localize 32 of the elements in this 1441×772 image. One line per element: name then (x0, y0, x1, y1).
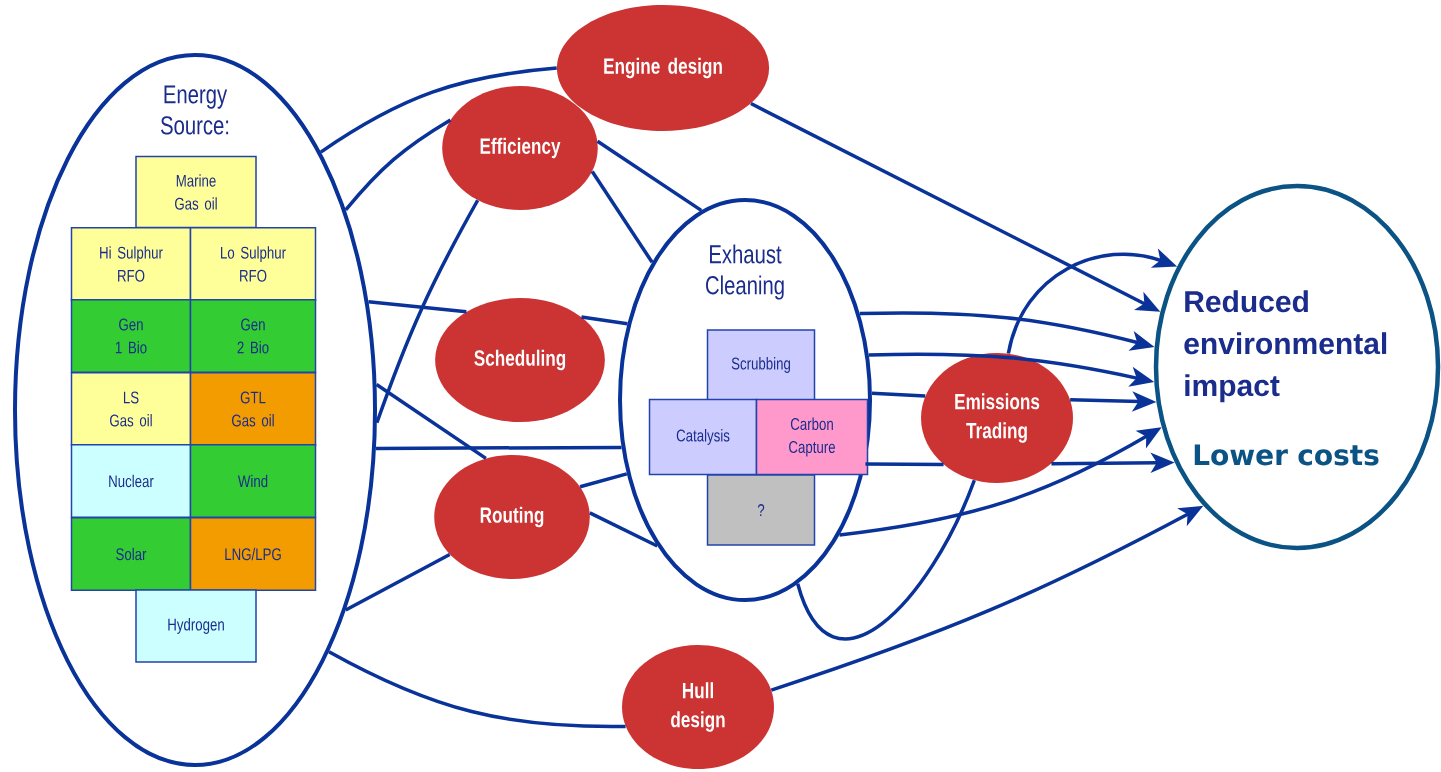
method-box: Scrubbing (706, 329, 816, 401)
method-box: Catalysis (648, 398, 758, 476)
fuel-box: Solar (70, 517, 192, 591)
method-box: Carbon Capture (755, 398, 869, 476)
connector-line (344, 552, 451, 612)
fuel-box: Gen 2 Bio (189, 299, 317, 373)
fuel-box: LNG/LPG (189, 517, 317, 591)
connector-line (319, 66, 557, 154)
fuel-box: Nuclear (70, 444, 192, 518)
connector-line (871, 391, 926, 398)
connector-line (368, 299, 467, 314)
method-box: ? (706, 474, 816, 546)
connector-line (328, 650, 626, 729)
connector-line (796, 479, 976, 641)
connector-line (375, 445, 622, 451)
connector-line (596, 139, 703, 212)
fuel-box: Hi Sulphur RFO (70, 227, 192, 301)
connector-line (375, 383, 487, 460)
connector-line (589, 511, 659, 548)
fuel-box: Gen 1 Bio (70, 299, 192, 373)
connector-line (590, 170, 654, 264)
connector-line (581, 315, 628, 326)
fuel-box: GTL Gas oil (189, 372, 317, 446)
fuel-box: LS Gas oil (70, 372, 192, 446)
fuel-box: Lo Sulphur RFO (189, 227, 317, 301)
connector-line (579, 472, 628, 489)
fuel-box: Hydrogen (135, 589, 257, 663)
connector-line (375, 199, 480, 424)
fuel-box: Marine Gas oil (135, 155, 257, 229)
fuel-box: Wind (189, 444, 317, 518)
connector-line (865, 462, 944, 467)
connector-line (344, 118, 452, 212)
